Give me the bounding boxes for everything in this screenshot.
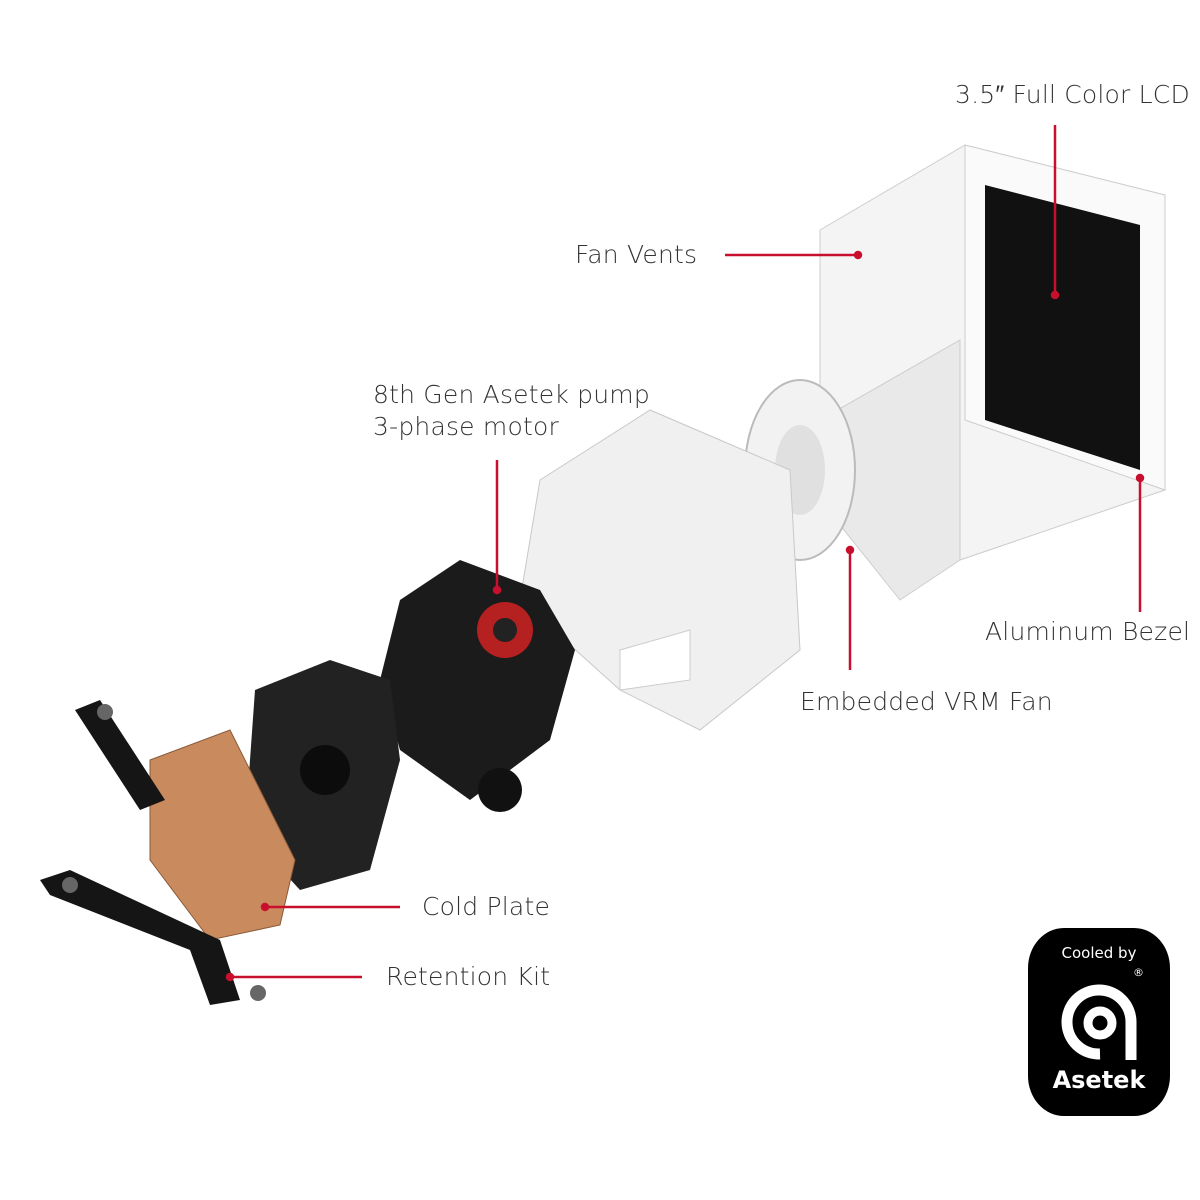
registered-mark: ® — [1133, 966, 1144, 979]
retention-bracket — [40, 700, 266, 1005]
label-lcd: 3.5″ Full Color LCD — [955, 80, 1190, 109]
label-cold-plate: Cold Plate — [422, 892, 551, 921]
label-retention-kit: Retention Kit — [386, 962, 551, 991]
fan-bracket — [519, 409, 801, 731]
label-fan-vents: Fan Vents — [575, 240, 698, 269]
cold-plate-shape — [149, 729, 296, 941]
label-pump-line1: 8th Gen Asetek pump — [373, 380, 650, 409]
label-pump-line2: 3-phase motor — [373, 412, 559, 441]
label-bezel: Aluminum Bezel — [985, 617, 1191, 646]
asetek-logo-icon — [1061, 984, 1137, 1060]
pump-motor — [380, 560, 575, 812]
badge-brand: Asetek — [1052, 1066, 1146, 1094]
leader-lines — [225, 125, 1145, 982]
pump-cap-housing — [819, 144, 1166, 601]
badge-top-text: Cooled by — [1061, 944, 1137, 962]
lcd-screen — [985, 185, 1140, 470]
pump-housing — [245, 660, 400, 890]
asetek-badge: Cooled by ® Asetek — [1028, 928, 1170, 1116]
label-vrm-fan: Embedded VRM Fan — [800, 687, 1053, 716]
